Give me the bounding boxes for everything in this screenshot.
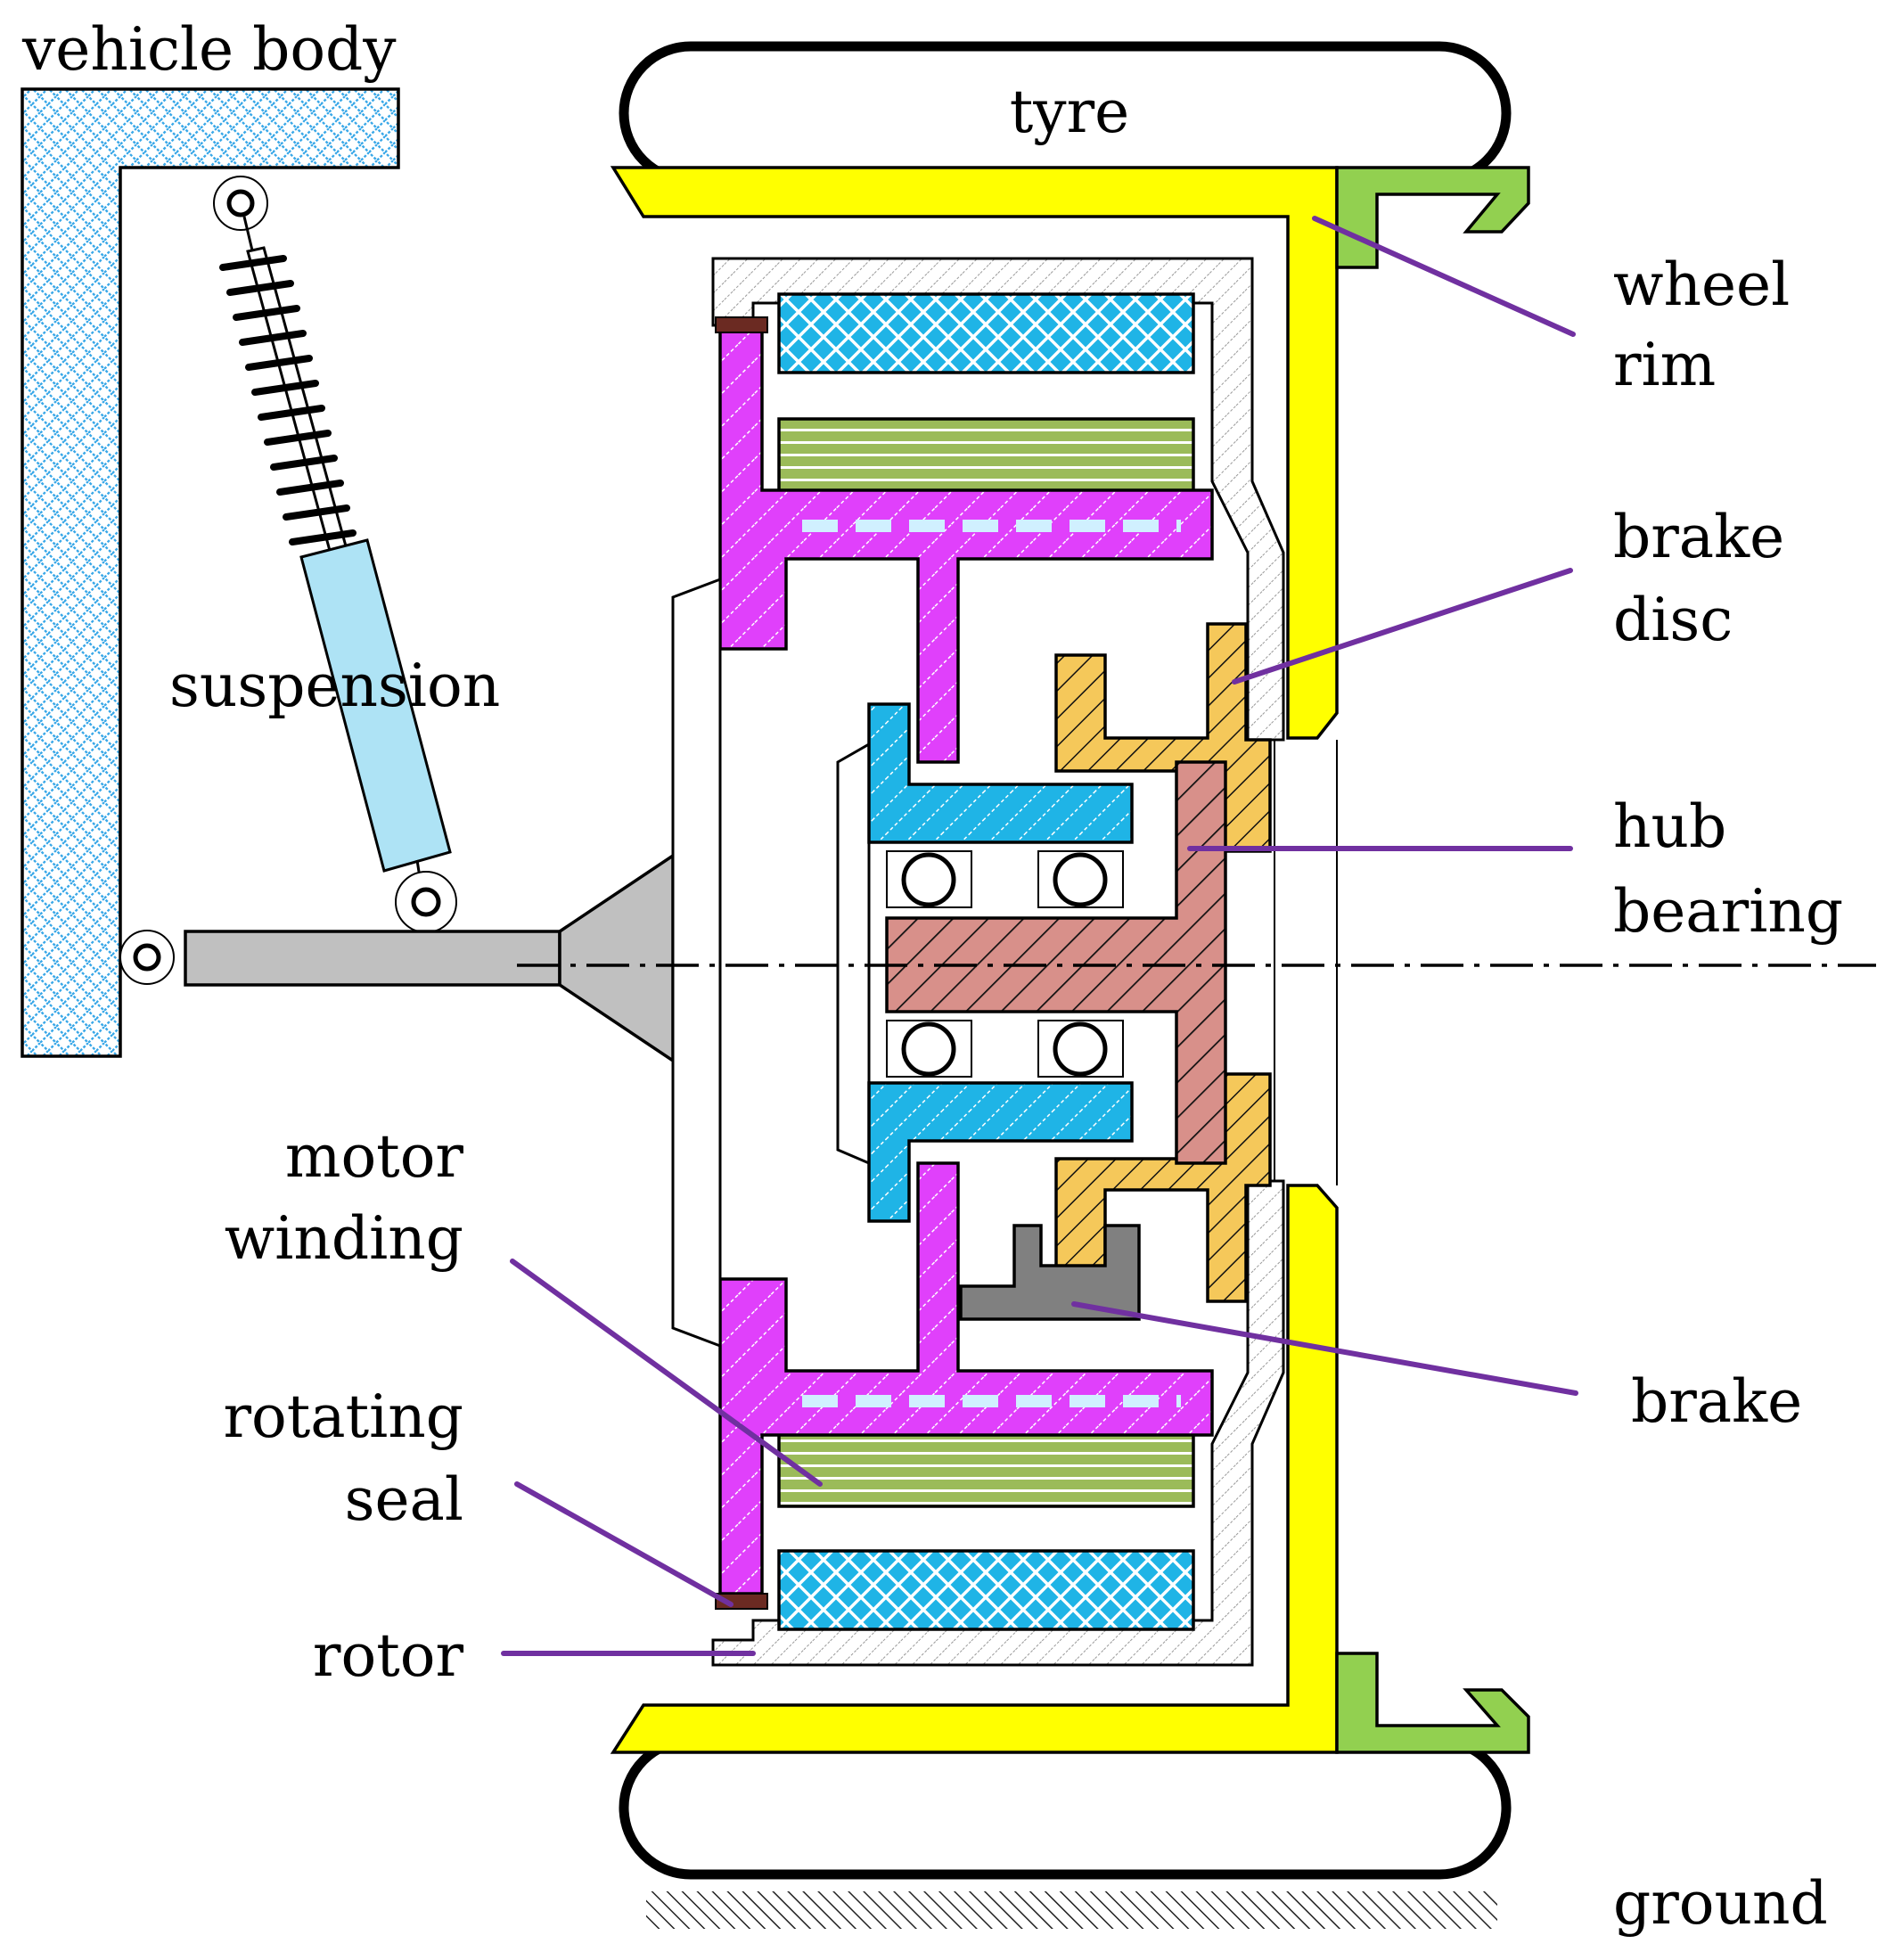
- bearing-ball: [1037, 850, 1124, 908]
- label-rotating-seal-line1: rotating: [223, 1382, 463, 1451]
- leader-motor-winding: [510, 1259, 823, 1487]
- rotor-frame: [718, 330, 1214, 1595]
- spring: [219, 255, 357, 545]
- leader-brake-disc: [1232, 568, 1573, 685]
- hub-bearing-balls: [886, 850, 1124, 1078]
- leader-brake: [1071, 1301, 1578, 1396]
- rotor-core-bottom: [777, 1424, 1195, 1508]
- label-hub-bearing-line1: hub: [1613, 792, 1726, 861]
- wheel-rim: [610, 166, 1530, 1754]
- labels: vehicle body tyre wheel rim brake disc h…: [21, 15, 1843, 1938]
- hub-housing: [867, 702, 1134, 1223]
- rotating-seal-top: [715, 316, 768, 333]
- label-motor-winding-line2: winding: [225, 1204, 463, 1273]
- label-wheel-rim-line2: rim: [1613, 331, 1716, 399]
- label-brake: brake: [1631, 1367, 1802, 1436]
- stator-winding-top: [777, 292, 1195, 374]
- label-rotor: rotor: [313, 1621, 464, 1690]
- bearing-ball: [1037, 1020, 1124, 1078]
- label-brake-disc-line1: brake: [1613, 503, 1784, 571]
- label-vehicle-body: vehicle body: [21, 15, 397, 84]
- vehicle-body: [20, 87, 400, 1058]
- hub-shaft: [885, 760, 1227, 1165]
- suspension: [213, 176, 457, 933]
- label-ground: ground: [1613, 1869, 1828, 1938]
- leader-wheel-rim: [1312, 216, 1576, 337]
- label-motor-winding-line1: motor: [285, 1122, 464, 1191]
- inner-carrier: [671, 577, 871, 1349]
- rotor-core-top: [777, 417, 1195, 501]
- leader-rotating-seal: [514, 1481, 734, 1607]
- suspension-arm: [119, 852, 675, 1064]
- label-wheel-rim-line1: wheel: [1613, 250, 1790, 319]
- label-tyre: tyre: [1010, 78, 1129, 146]
- bearing-ball: [886, 1020, 972, 1078]
- brake-caliper: [959, 1224, 1141, 1321]
- stator-winding-bottom: [777, 1549, 1195, 1631]
- bearing-ball: [886, 850, 972, 908]
- label-hub-bearing-line2: bearing: [1613, 877, 1843, 946]
- label-rotating-seal-line2: seal: [345, 1465, 463, 1534]
- label-suspension: suspension: [169, 652, 500, 720]
- label-brake-disc-line2: disc: [1613, 586, 1733, 654]
- leader-lines: [501, 216, 1578, 1656]
- tyre-bottom: [619, 1735, 1512, 1880]
- ground: [646, 1891, 1497, 1929]
